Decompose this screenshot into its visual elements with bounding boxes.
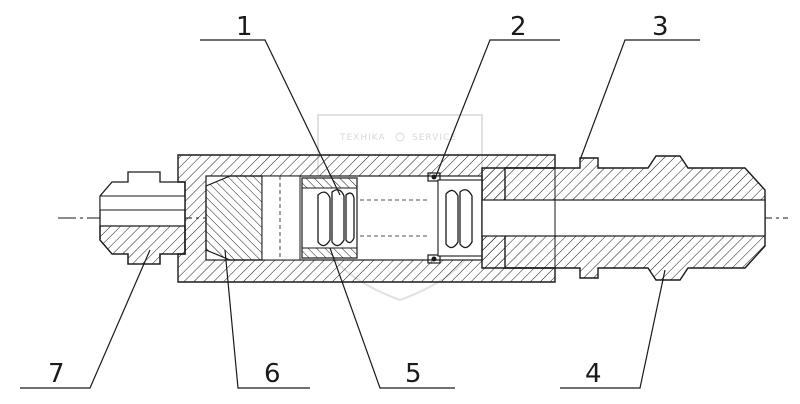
spring-right [437,179,483,257]
leader-6 [224,249,310,389]
watermark-left-text: TEXHIKA [339,133,386,143]
callout-4: 4 [585,359,602,389]
callout-2: 2 [510,12,527,42]
watermark-right-text: SERVICE [412,133,457,143]
o-ring-seals [427,172,441,264]
right-fitting [481,155,766,281]
left-fitting [99,171,186,265]
leader-3 [579,39,700,161]
spring-cage-left [301,177,358,259]
leader-1 [200,39,341,196]
callout-3: 3 [652,12,669,42]
callout-5: 5 [405,359,422,389]
leader-2 [435,39,560,177]
leader-lines [20,39,700,389]
callout-1: 1 [236,12,253,42]
leader-7 [20,249,151,389]
leader-4 [560,269,666,389]
stop-plug [205,175,301,261]
callout-6: 6 [264,359,281,389]
leader-5 [329,247,455,389]
callout-7: 7 [48,359,65,389]
